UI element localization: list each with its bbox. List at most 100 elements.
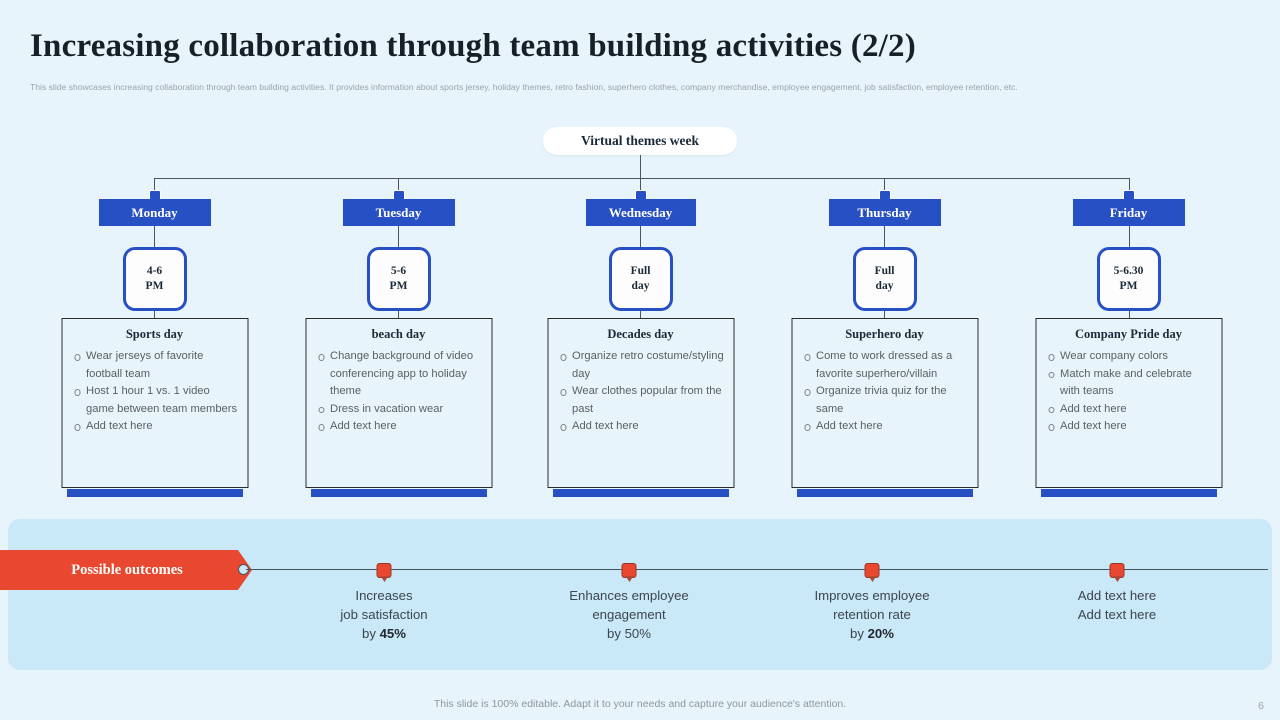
day-header-friday[interactable]: Friday xyxy=(1072,199,1185,226)
outcome-line-1: Improves employee xyxy=(814,588,930,603)
list-item: Dress in vacation wear xyxy=(318,401,483,419)
list-item: Add text here xyxy=(318,418,483,436)
outcome-prefix: by xyxy=(362,626,380,641)
timeline-axis xyxy=(246,569,1268,571)
time-box-wednesday[interactable]: Full day xyxy=(608,247,673,311)
possible-outcomes-ribbon[interactable]: Possible outcomes xyxy=(0,550,238,590)
connector-time-card-tuesday xyxy=(398,305,399,319)
day-header-thursday[interactable]: Thursday xyxy=(828,199,941,226)
day-column-tuesday: Tuesday 5-6 PM beach day Change backgrou… xyxy=(276,0,521,510)
card-bullet-list: Organize retro costume/styling day Wear … xyxy=(554,348,727,436)
card-bullet-list: Change background of video conferencing … xyxy=(312,348,485,436)
connector-head-time-wednesday xyxy=(640,226,641,247)
outcome-line-2: job satisfaction xyxy=(340,607,428,622)
activity-card-wednesday[interactable]: Decades day Organize retro costume/styli… xyxy=(547,318,734,488)
outcome-item-1: Increases job satisfaction by 45% xyxy=(269,586,499,643)
time-line-1: Full xyxy=(630,265,651,277)
timeline-marker-icon[interactable] xyxy=(621,563,637,578)
time-box-tuesday[interactable]: 5-6 PM xyxy=(366,247,431,311)
connector-root-stem xyxy=(640,155,641,178)
connector-head-time-thursday xyxy=(884,226,885,247)
time-line-2: day xyxy=(875,280,894,292)
outcome-line-1: Enhances employee xyxy=(569,588,689,603)
list-item: Add text here xyxy=(804,418,969,436)
connector-drop-monday xyxy=(154,178,155,192)
outcome-line-1: Increases xyxy=(355,588,413,603)
list-item: Come to work dressed as a favorite super… xyxy=(804,348,969,383)
possible-outcomes-panel xyxy=(8,519,1272,670)
day-header-label: Thursday xyxy=(857,204,912,220)
connector-drop-friday xyxy=(1129,178,1130,192)
connector-drop-wednesday xyxy=(640,178,641,192)
connector-time-card-friday xyxy=(1129,305,1130,319)
page-number: 6 xyxy=(1258,700,1264,712)
activity-card-thursday[interactable]: Superhero day Come to work dressed as a … xyxy=(791,318,978,488)
list-item: Add text here xyxy=(1048,418,1213,436)
outcome-line-2: Add text here xyxy=(1077,607,1157,622)
day-column-monday: Monday 4-6 PM Sports day Wear jerseys of… xyxy=(32,0,277,510)
connector-head-time-tuesday xyxy=(398,226,399,247)
list-item: Host 1 hour 1 vs. 1 video game between t… xyxy=(74,383,239,418)
day-column-thursday: Thursday Full day Superhero day Come to … xyxy=(762,0,1007,510)
day-header-label: Wednesday xyxy=(608,204,673,220)
list-item: Change background of video conferencing … xyxy=(318,348,483,401)
time-line-2: PM xyxy=(145,280,164,292)
day-header-wednesday[interactable]: Wednesday xyxy=(585,199,696,226)
card-accent-bar xyxy=(1040,489,1217,497)
time-line-2: PM xyxy=(389,280,408,292)
connector-drop-thursday xyxy=(884,178,885,192)
time-box-monday[interactable]: 4-6 PM xyxy=(122,247,187,311)
list-item: Add text here xyxy=(1048,401,1213,419)
day-header-label: Tuesday xyxy=(375,204,422,220)
list-item: Match make and celebrate with teams xyxy=(1048,366,1213,401)
list-item: Add text here xyxy=(560,418,725,436)
outcome-value: 45% xyxy=(379,626,406,641)
outcome-line-2: retention rate xyxy=(833,607,911,622)
card-accent-bar xyxy=(66,489,243,497)
outcome-value: 20% xyxy=(867,626,894,641)
ribbon-label: Possible outcomes xyxy=(71,561,183,578)
card-bullet-list: Wear company colors Match make and celeb… xyxy=(1042,348,1215,436)
day-header-label: Friday xyxy=(1109,204,1148,220)
list-item: Add text here xyxy=(74,418,239,436)
connector-head-time-friday xyxy=(1129,226,1130,247)
page-title: Increasing collaboration through team bu… xyxy=(30,28,916,64)
card-bullet-list: Come to work dressed as a favorite super… xyxy=(798,348,971,436)
card-bullet-list: Wear jerseys of favorite football team H… xyxy=(68,348,241,436)
time-line-2: PM xyxy=(1119,280,1138,292)
day-header-monday[interactable]: Monday xyxy=(98,199,211,226)
outcome-item-2: Enhances employee engagement by 50% xyxy=(514,586,744,643)
time-box-thursday[interactable]: Full day xyxy=(852,247,917,311)
timeline-marker-icon[interactable] xyxy=(376,563,392,578)
slide-subtitle: This slide showcases increasing collabor… xyxy=(30,82,1018,92)
activity-card-tuesday[interactable]: beach day Change background of video con… xyxy=(305,318,492,488)
list-item: Organize retro costume/styling day xyxy=(560,348,725,383)
card-accent-bar xyxy=(796,489,973,497)
day-header-label: Monday xyxy=(131,204,178,220)
connector-time-card-monday xyxy=(154,305,155,319)
root-node-virtual-themes-week[interactable]: Virtual themes week xyxy=(543,127,737,155)
outcome-value: 50% xyxy=(624,626,651,641)
outcome-line-3: by 45% xyxy=(269,624,499,643)
list-item: Wear clothes popular from the past xyxy=(560,383,725,418)
outcome-prefix: by xyxy=(850,626,868,641)
list-item: Wear company colors xyxy=(1048,348,1213,366)
activity-card-friday[interactable]: Company Pride day Wear company colors Ma… xyxy=(1035,318,1222,488)
time-box-friday[interactable]: 5-6.30 PM xyxy=(1096,247,1161,311)
connector-drop-tuesday xyxy=(398,178,399,192)
timeline-marker-icon[interactable] xyxy=(1109,563,1125,578)
card-title: beach day xyxy=(371,327,426,341)
activity-card-monday[interactable]: Sports day Wear jerseys of favorite foot… xyxy=(61,318,248,488)
card-accent-bar xyxy=(310,489,487,497)
connector-time-card-wednesday xyxy=(640,305,641,319)
outcome-line-3: by 50% xyxy=(514,624,744,643)
time-line-1: 5-6 xyxy=(390,265,407,277)
footer-note: This slide is 100% editable. Adapt it to… xyxy=(433,698,847,710)
timeline-marker-icon[interactable] xyxy=(864,563,880,578)
card-accent-bar xyxy=(552,489,729,497)
time-line-2: day xyxy=(631,280,650,292)
day-column-wednesday: Wednesday Full day Decades day Organize … xyxy=(518,0,763,510)
connector-horizontal-bus xyxy=(154,178,1129,179)
day-header-tuesday[interactable]: Tuesday xyxy=(342,199,455,226)
